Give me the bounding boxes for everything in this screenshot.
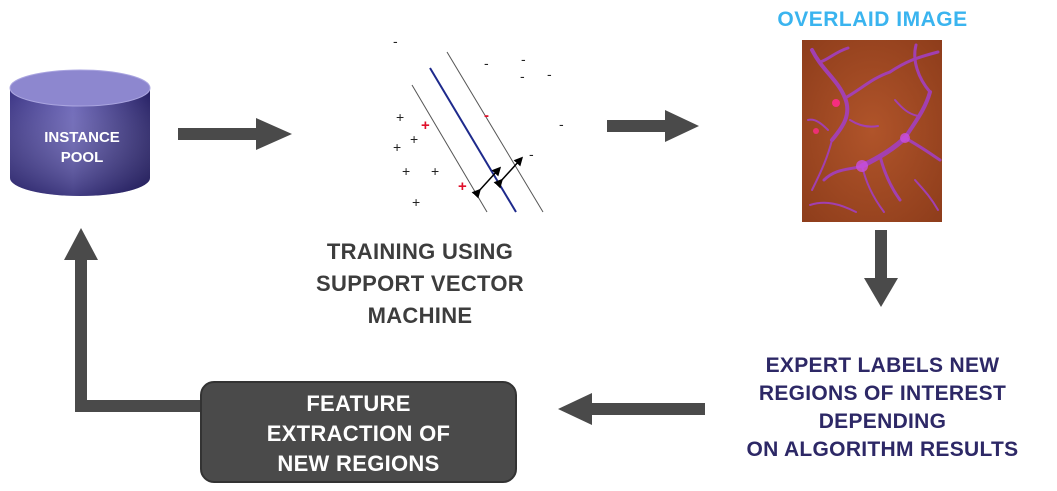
instance-pool-label: INSTANCE POOL [12,128,152,168]
feature-extraction-text: FEATURE EXTRACTION OF NEW REGIONS [200,389,517,479]
svg-text:-: - [393,33,398,49]
positive-points: + + + + + + [393,109,439,210]
overlaid-tissue-image [802,40,942,222]
instance-pool-cylinder [9,69,151,196]
expert-line4: ON ALGORITHM RESULTS [746,438,1019,461]
arrow-svm-to-overlay [607,110,699,142]
svg-text:+: + [458,178,467,195]
svg-text:+: + [412,194,420,210]
expert-line1: EXPERT LABELS NEW [765,354,1000,377]
feature-line3: NEW REGIONS [277,451,440,476]
support-vector-points: + + - [421,107,489,195]
svg-text:+: + [402,163,410,179]
instance-pool-label-line1: INSTANCE [44,129,120,146]
svg-text:+: + [431,163,439,179]
svm-plot: + + + + + + + + - - - - - - - - [393,33,564,213]
arrow-feature-to-pool [64,228,200,412]
feature-line1: FEATURE [306,391,411,416]
svg-text:-: - [484,107,489,124]
svm-caption-line3: MACHINE [367,303,473,328]
svm-caption-line2: SUPPORT VECTOR [316,271,524,296]
svm-caption: TRAINING USING SUPPORT VECTOR MACHINE [285,236,555,332]
svg-text:-: - [521,51,526,67]
negative-points: - - - - - - - [393,33,564,162]
svg-text:-: - [559,116,564,132]
instance-pool-label-line2: POOL [60,149,104,166]
arrow-overlay-to-expert [864,230,898,307]
arrow-pool-to-svm [178,118,292,150]
feature-extraction-box [200,381,517,483]
expert-labels-text: EXPERT LABELS NEW REGIONS OF INTEREST DE… [700,352,1057,464]
arrow-expert-to-feature [558,393,705,425]
expert-line2: REGIONS OF INTEREST [758,382,1007,405]
svg-text:+: + [396,109,404,125]
svm-caption-line1: TRAINING USING [326,239,514,264]
svg-text:-: - [547,66,552,82]
expert-line3: DEPENDING [818,410,947,433]
svg-text:+: + [393,139,401,155]
svg-text:-: - [520,68,525,84]
svg-text:+: + [421,117,430,134]
feature-line2: EXTRACTION OF [266,421,451,446]
svg-text:-: - [529,146,534,162]
svg-text:+: + [410,131,418,147]
overlay-title: OVERLAID IMAGE [777,8,968,31]
svg-text:-: - [484,55,489,71]
